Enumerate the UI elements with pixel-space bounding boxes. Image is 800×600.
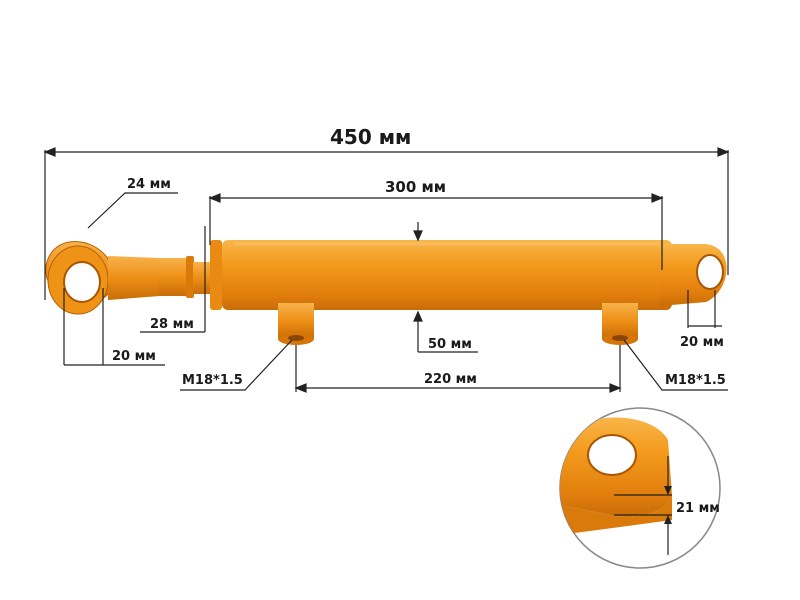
dimension-lines: [43, 147, 730, 393]
rod-eye: [45, 241, 160, 315]
label-base-eye-width: 20 мм: [680, 335, 724, 350]
label-stroke-length: 300 мм: [385, 178, 446, 196]
port-left: [278, 303, 314, 345]
label-rod-diameter: 28 мм: [150, 317, 194, 332]
hydraulic-cylinder: [45, 240, 727, 345]
port-right: [602, 303, 638, 345]
label-rod-eye-diameter: 24 мм: [127, 177, 171, 192]
base-eye: [660, 244, 727, 306]
label-port-spacing: 220 мм: [424, 372, 477, 387]
cylinder-barrel: [210, 240, 672, 310]
piston-rod: [158, 256, 213, 298]
label-cylinder-diameter: 50 мм: [428, 337, 472, 352]
label-base-eye-hole: 21 мм: [676, 501, 720, 516]
label-port-thread-right: M18*1.5: [665, 373, 726, 388]
inset-detail: [559, 407, 721, 569]
label-rod-eye-width: 20 мм: [112, 349, 156, 364]
label-total-length: 450 мм: [330, 125, 411, 149]
label-port-thread-left: M18*1.5: [182, 373, 243, 388]
